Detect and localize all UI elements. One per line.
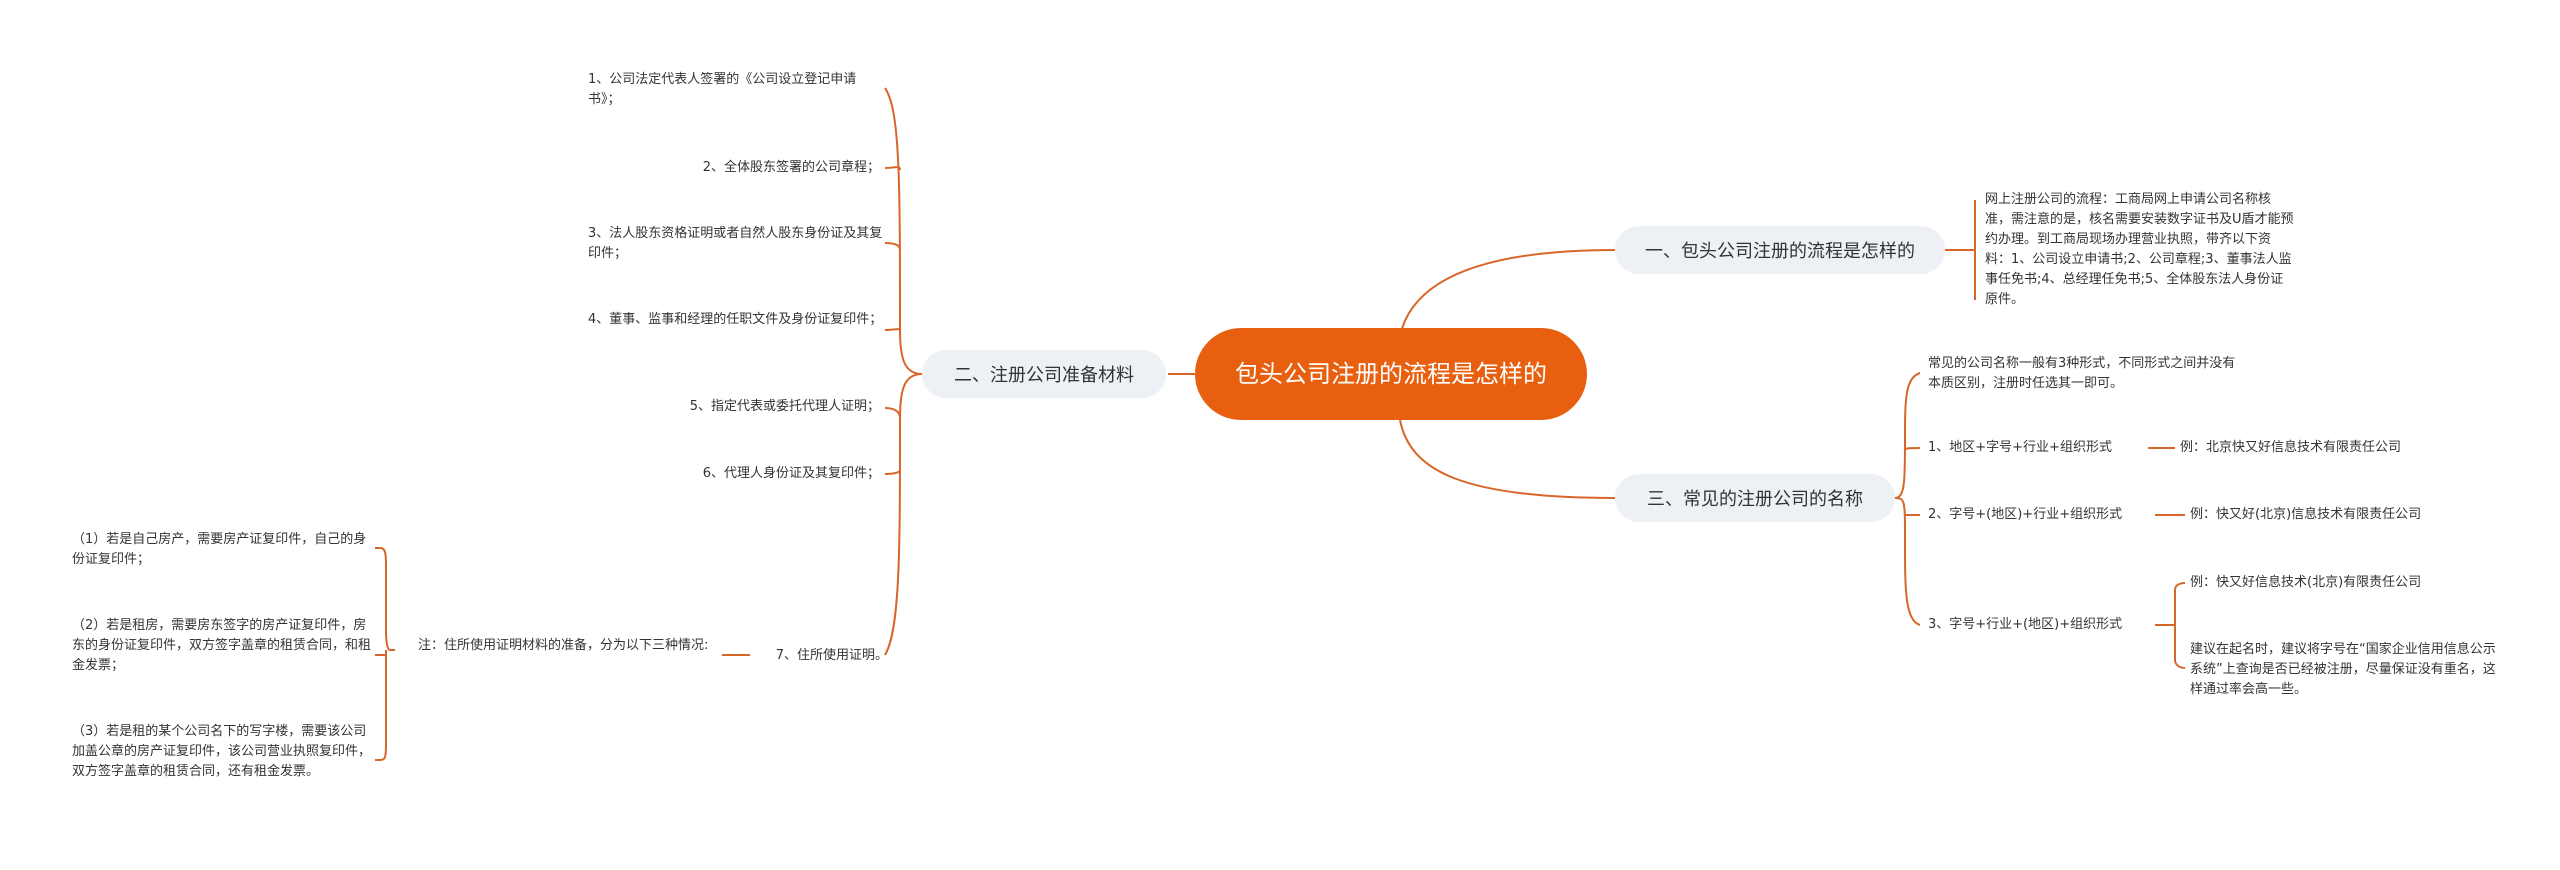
naming-tip: 建议在起名时，建议将字号在“国家企业信用信息公示系统”上查询是否已经被注册，尽量… (2190, 642, 2496, 697)
connector-root-branch3 (1399, 419, 1616, 499)
material-item: 3、法人股东资格证明或者自然人股东身份证及其复印件； (588, 226, 883, 261)
material-item: 6、代理人身份证及其复印件； (702, 466, 880, 481)
connector-root-branch1 (1399, 249, 1616, 337)
branch-process-label: 一、包头公司注册的流程是怎样的 (1645, 241, 1915, 262)
residence-case: （2）若是租房，需要房东签字的房产证复印件，房东的身份证复印件，双方签字盖章的租… (72, 618, 372, 673)
names-intro: 常见的公司名称一般有3种形式，不同形式之间并没有本质区别，注册时任选其一即可。 (1928, 356, 2236, 391)
residence-note: 注：住所使用证明材料的准备，分为以下三种情况: (418, 638, 709, 653)
root-topic[interactable]: 包头公司注册的流程是怎样的 (1195, 328, 1587, 420)
name-example: 例：快又好(北京)信息技术有限责任公司 (2190, 507, 2422, 522)
material-item: 1、公司法定代表人签署的《公司设立登记申请书》； (588, 72, 857, 107)
branch-materials-label: 二、注册公司准备材料 (954, 365, 1134, 386)
root-title: 包头公司注册的流程是怎样的 (1235, 360, 1547, 388)
branch-process[interactable]: 一、包头公司注册的流程是怎样的 (1615, 226, 1945, 274)
name-example: 例：快又好信息技术(北京)有限责任公司 (2190, 575, 2422, 590)
process-detail: 网上注册公司的流程：工商局网上申请公司名称核准，需注意的是，核名需要安装数字证书… (1985, 192, 2294, 307)
name-form: 1、地区+字号+行业+组织形式 (1928, 440, 2112, 455)
material-item: 2、全体股东签署的公司章程； (702, 160, 880, 175)
branch-names-label: 三、常见的注册公司的名称 (1647, 489, 1863, 510)
connector-branch2-spine (899, 329, 923, 375)
name-example: 例：北京快又好信息技术有限责任公司 (2180, 440, 2402, 455)
material-item: 7、住所使用证明。 (775, 648, 888, 663)
name-form: 2、字号+(地区)+行业+组织形式 (1928, 507, 2123, 522)
branch-names[interactable]: 三、常见的注册公司的名称 (1615, 474, 1895, 522)
residence-case: （1）若是自己房产，需要房产证复印件，自己的身份证复印件； (72, 532, 367, 567)
material-item: 4、董事、监事和经理的任职文件及身份证复印件； (588, 312, 883, 327)
branch-materials[interactable]: 二、注册公司准备材料 (922, 350, 1166, 398)
material-item: 5、指定代表或委托代理人证明； (689, 399, 880, 414)
residence-case: （3）若是租的某个公司名下的写字楼，需要该公司加盖公章的房产证复印件，该公司营业… (72, 724, 372, 779)
name-form: 3、字号+行业+(地区)+组织形式 (1928, 617, 2123, 632)
